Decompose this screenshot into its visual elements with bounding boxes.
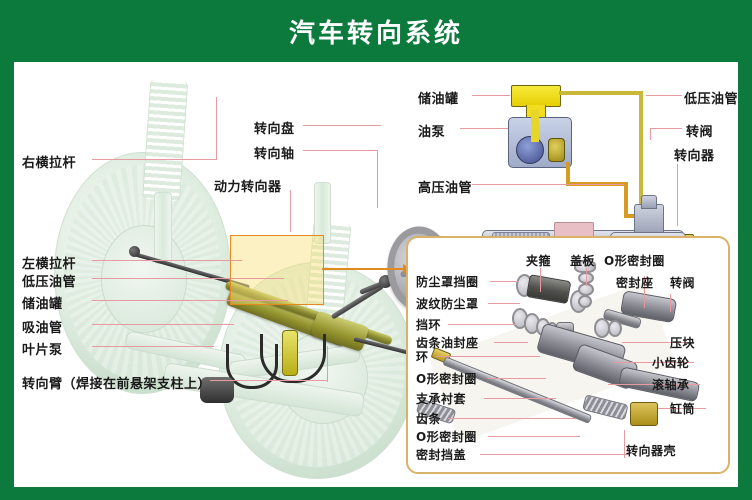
low-pressure-pipe-v-schematic <box>639 91 643 207</box>
left-strut-ghost <box>154 192 172 264</box>
label-power-steering-gear: 动力转向器 <box>214 180 282 195</box>
reservoir-schematic <box>511 85 561 107</box>
detail-label-clamp: 夹箍 <box>526 254 552 268</box>
detail-label-cylinder: 缸筒 <box>670 402 696 416</box>
pump-feed-pipe-schematic <box>531 110 539 142</box>
low-pressure-pipe-h-schematic <box>559 91 643 95</box>
detail-label-pressure-block: 压块 <box>670 336 696 350</box>
seal-cap-part <box>630 402 658 426</box>
label-steering-shaft: 转向轴 <box>254 147 295 162</box>
label-suction-hose: 吸油管 <box>22 321 63 336</box>
detail-label-ring: 环 <box>416 350 429 364</box>
reservoir-part <box>282 330 298 376</box>
detail-label-seal-seat: 密封座 <box>616 276 654 290</box>
title-bar: 汽车转向系统 <box>0 0 752 62</box>
detail-label-gear-housing: 转向器壳 <box>626 444 677 458</box>
label-vane-pump: 叶片泵 <box>22 343 63 358</box>
label-steering-gear-schematic: 转向器 <box>674 149 715 164</box>
detail-label-o-ring-upper: O形密封圈 <box>416 372 477 386</box>
detail-callout-arrow-line <box>322 268 404 270</box>
seal-seat-lower-part <box>578 295 592 308</box>
label-low-pressure-hose-schematic: 低压油管 <box>684 92 738 107</box>
label-steering-arm: 转向臂（焊接在前悬架支柱上） <box>22 377 212 392</box>
label-high-pressure-hose: 高压油管 <box>418 181 473 196</box>
detail-callout-box: 防尘罩挡圈 波纹防尘罩 挡环 齿条油封座 环 O形密封圈 支承衬套 齿条 O形密… <box>406 236 730 474</box>
label-steering-wheel: 转向盘 <box>254 122 295 137</box>
detail-label-rack: 齿条 <box>416 412 442 426</box>
suction-hose-part <box>226 344 278 389</box>
label-right-tie-rod: 右横拉杆 <box>22 156 77 171</box>
pressure-block-part <box>608 320 622 337</box>
pump-pulley-schematic <box>548 138 565 162</box>
detail-label-o-ring-top: O形密封圈 <box>604 254 665 268</box>
pump-rotor-schematic <box>516 136 544 164</box>
corrugated-dust-boot-part <box>526 274 572 305</box>
detail-label-corrugated-boot: 波纹防尘罩 <box>416 297 479 311</box>
label-oil-pump: 油泵 <box>418 125 446 140</box>
detail-label-retaining-ring: 挡环 <box>416 318 442 332</box>
detail-label-rack-seal-seat: 齿条油封座 <box>416 336 479 350</box>
rotary-valve-cap-schematic <box>641 195 657 209</box>
high-pressure-pipe-v1-schematic <box>566 162 570 186</box>
right-strut-ghost <box>314 182 331 244</box>
rack-highlight-box <box>230 235 324 305</box>
label-rotary-valve-schematic: 转阀 <box>686 125 714 140</box>
detail-label-rotary-valve: 转阀 <box>670 276 696 290</box>
detail-label-seal-cap: 密封挡盖 <box>416 448 467 462</box>
label-reservoir-main: 储油罐 <box>22 297 63 312</box>
label-reservoir-schematic: 储油罐 <box>418 92 459 107</box>
detail-label-pinion: 小齿轮 <box>652 356 690 370</box>
detail-label-support-bushing: 支承衬套 <box>416 392 467 406</box>
page-title: 汽车转向系统 <box>288 18 463 49</box>
label-low-pressure-hose-main: 低压油管 <box>22 275 77 290</box>
detail-label-roller-bearing: 滚轴承 <box>652 378 690 392</box>
label-left-tie-rod: 左横拉杆 <box>22 257 77 272</box>
high-pressure-pipe-v2-schematic <box>624 182 628 218</box>
detail-label-o-ring-lower: O形密封圈 <box>416 430 477 444</box>
detail-label-dust-boot-retainer: 防尘罩挡圈 <box>416 275 479 289</box>
diagram-canvas: 防尘罩挡圈 波纹防尘罩 挡环 齿条油封座 环 O形密封圈 支承衬套 齿条 O形密… <box>14 62 738 487</box>
left-tie-rod-joint <box>129 246 140 257</box>
detail-label-cover-plate: 盖板 <box>570 254 596 268</box>
